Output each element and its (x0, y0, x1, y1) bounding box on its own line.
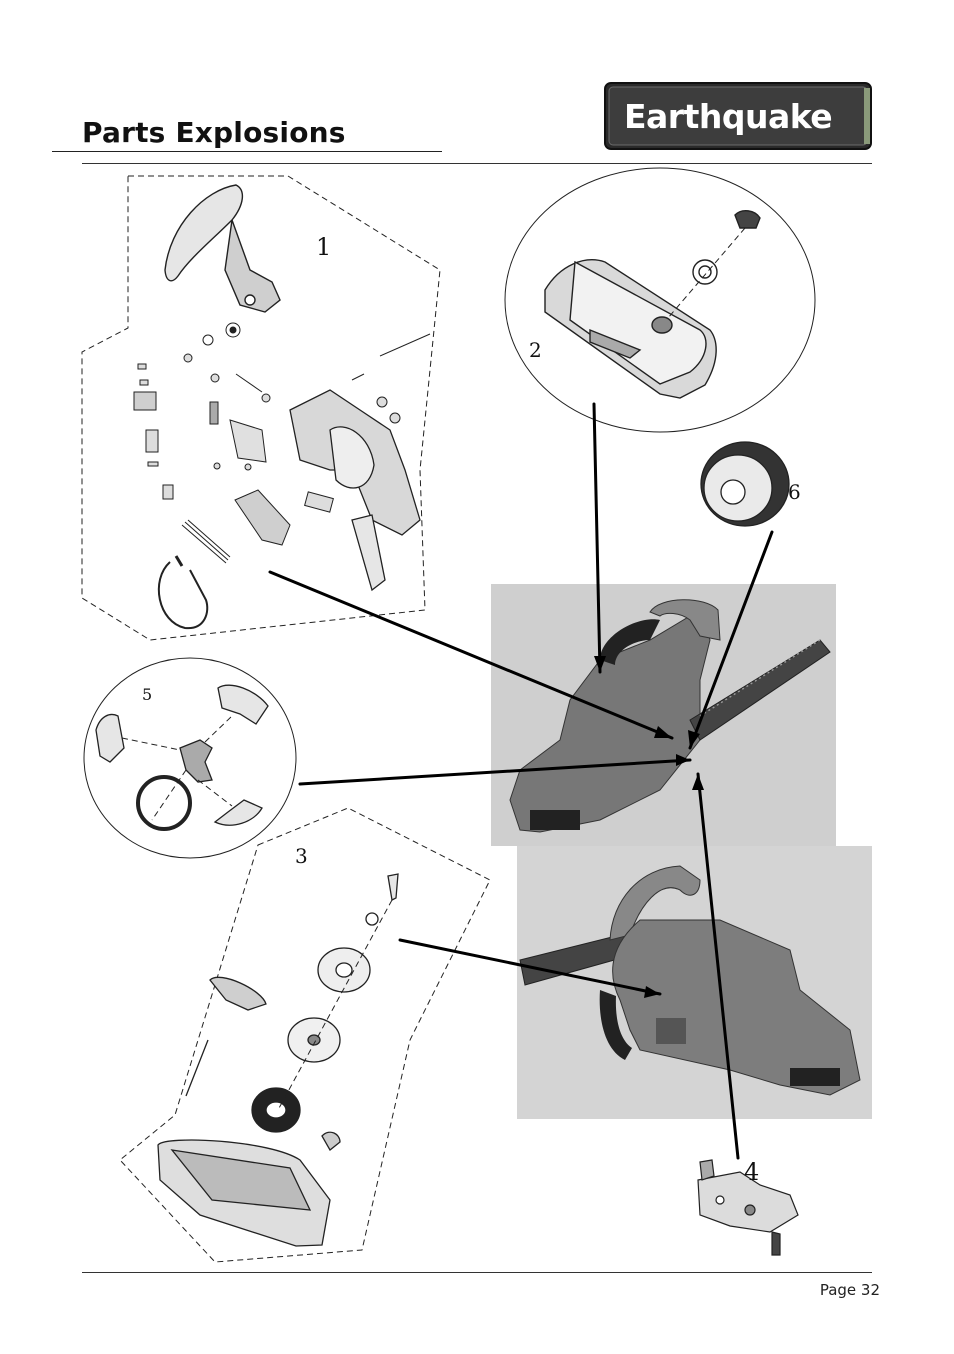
page-number: Page 32 (820, 1281, 880, 1299)
callout-5: 5 (142, 685, 152, 704)
top-cover-part (545, 211, 760, 398)
engine-housing-part (290, 390, 420, 590)
spring-part (182, 520, 230, 563)
callout-1: 1 (316, 233, 331, 261)
clutch-drum-part (701, 442, 789, 526)
chainsaw-photo-left (517, 846, 872, 1119)
starter-parts (158, 874, 398, 1246)
clutch-parts (96, 685, 268, 829)
footer-rule (82, 1272, 872, 1273)
callout-3: 3 (295, 844, 308, 868)
callout-4: 4 (744, 1158, 759, 1186)
callout-6: 6 (788, 480, 801, 504)
callout-2: 2 (529, 338, 542, 362)
brake-band-part (159, 556, 207, 628)
rear-handle-part (165, 185, 280, 312)
chainsaw-photo-right (491, 584, 836, 846)
